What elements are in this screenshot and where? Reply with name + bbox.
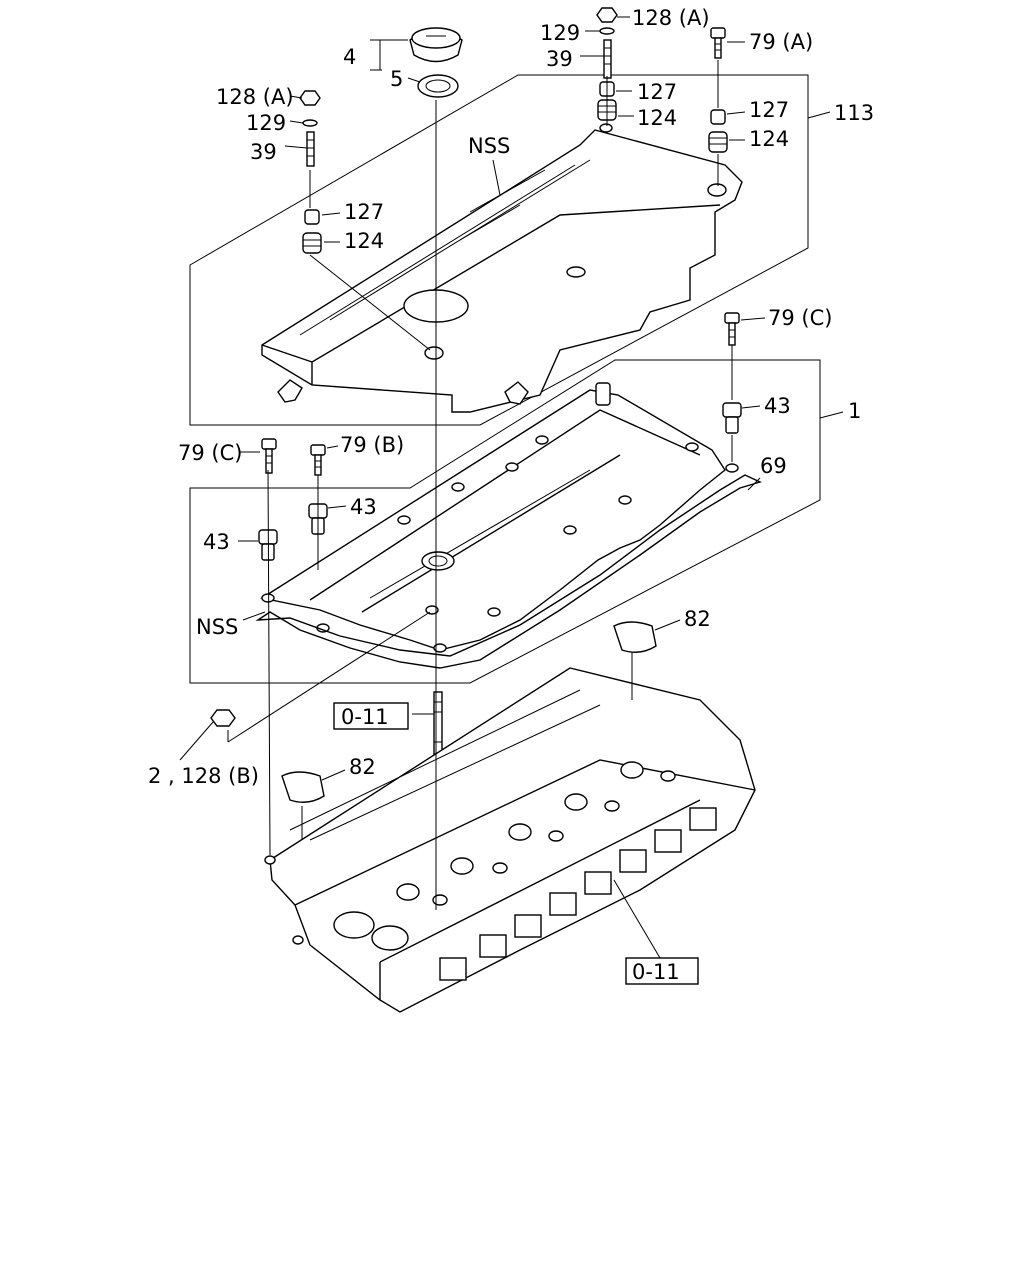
callout-nss-upper: NSS	[468, 134, 510, 158]
callout-39-left: 39	[250, 140, 277, 164]
callout-79c-left: 79 (C)	[178, 441, 242, 465]
ref-box-head	[625, 957, 699, 985]
right-bolt-stack	[708, 27, 728, 153]
cover-assembly-113-outline	[189, 74, 809, 426]
cylinder-head	[264, 667, 756, 1013]
nut-128b	[210, 709, 236, 727]
callout-127-mid: 127	[637, 80, 677, 104]
callout-43-right: 43	[764, 394, 791, 418]
callout-124-mid: 124	[637, 106, 677, 130]
bolt-79b	[310, 444, 326, 476]
oil-filler-cap	[409, 27, 463, 63]
callout-124-left: 124	[344, 229, 384, 253]
cam-cap-right	[613, 621, 657, 653]
callout-4: 4	[343, 45, 356, 69]
leader-lines	[179, 16, 844, 959]
callout-127-left: 127	[344, 200, 384, 224]
callout-82-left: 82	[349, 755, 376, 779]
callout-1: 1	[848, 399, 861, 423]
bolt-79c-left	[261, 438, 277, 474]
ref-label-stud: 0-11	[341, 705, 389, 729]
gasket	[255, 474, 762, 669]
head-cover-1-outline	[189, 359, 821, 684]
ref-label-head: 0-11	[632, 960, 680, 984]
callout-79c-right: 79 (C)	[768, 306, 832, 330]
callout-5: 5	[390, 67, 403, 91]
callout-nss-lower: NSS	[196, 615, 238, 639]
oil-cap-seal	[417, 74, 459, 98]
callout-129-left: 129	[246, 111, 286, 135]
callout-79a: 79 (A)	[749, 30, 813, 54]
callout-43-mid: 43	[350, 495, 377, 519]
bolt-79c-right	[724, 312, 740, 346]
callout-69: 69	[760, 454, 787, 478]
callout-2-128b: 2 , 128 (B)	[148, 764, 259, 788]
callout-113: 113	[834, 101, 874, 125]
upper-cover	[261, 123, 743, 413]
cam-cap-left	[281, 771, 325, 803]
callout-82-right: 82	[684, 607, 711, 631]
callout-129-top: 129	[540, 21, 580, 45]
callout-128a-top: 128 (A)	[632, 6, 710, 30]
bolt-43-right	[722, 402, 742, 434]
ref-box-stud	[333, 702, 409, 730]
callout-124-right: 124	[749, 127, 789, 151]
callout-43-left: 43	[203, 530, 230, 554]
callout-128a-left: 128 (A)	[216, 85, 294, 109]
head-cover	[260, 382, 739, 653]
callout-79b: 79 (B)	[340, 433, 404, 457]
callout-127-right: 127	[749, 98, 789, 122]
callout-39-top: 39	[546, 47, 573, 71]
head-stud	[433, 691, 443, 755]
